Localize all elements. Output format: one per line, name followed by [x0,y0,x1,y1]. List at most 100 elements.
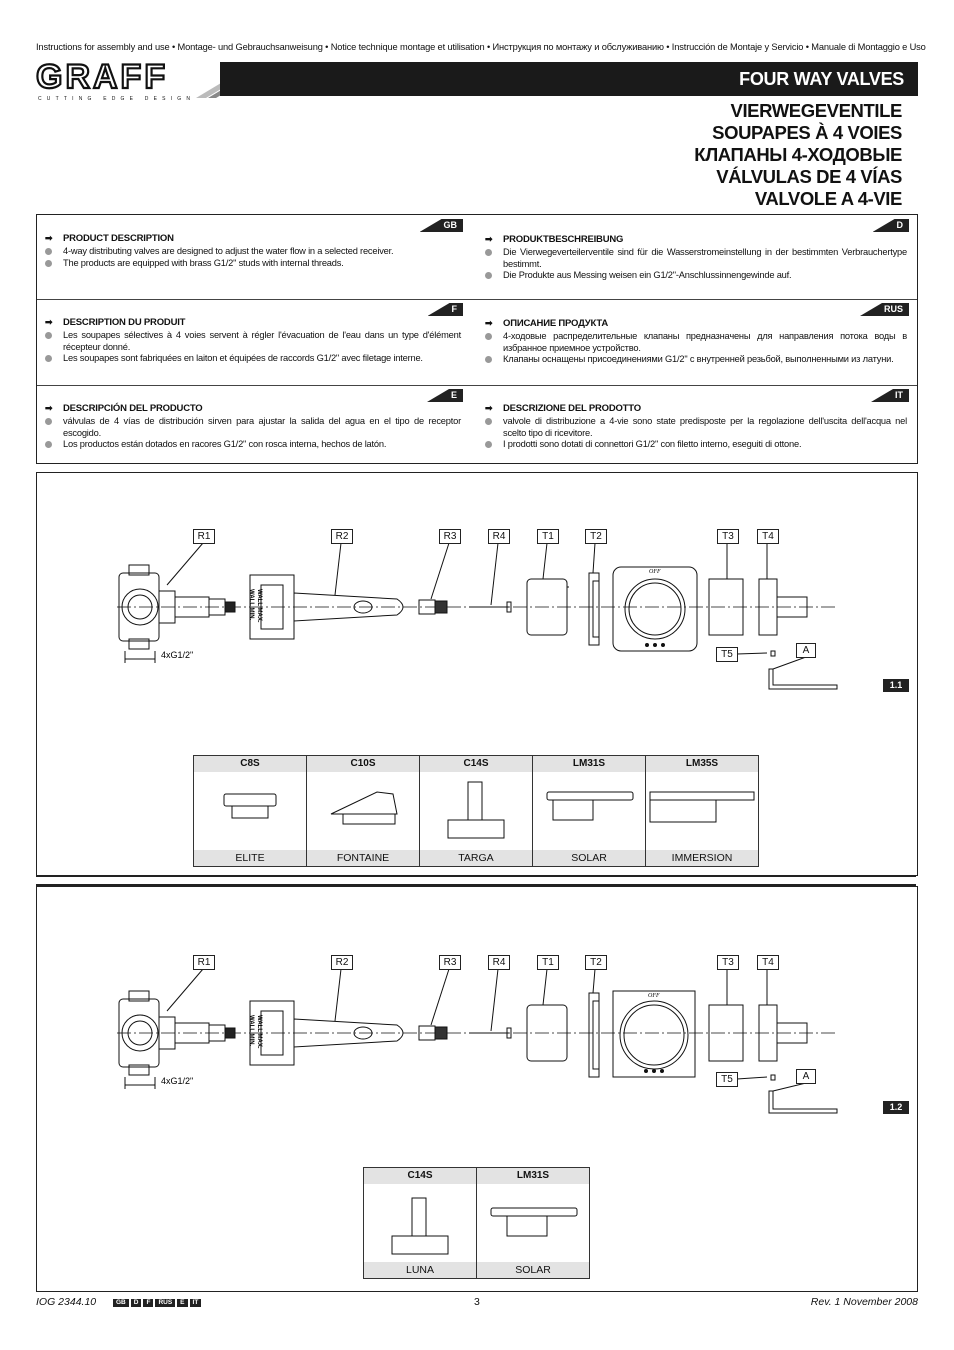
part-label-r3: R3 [439,955,461,970]
handle-luna-icon [391,1197,449,1255]
arrow-icon: ➡ [45,317,53,327]
part-label-t3: T3 [717,955,739,970]
list-item: valvole di distribuzione a 4-vie sono st… [485,416,907,439]
title-it: VALVOLE A 4-VIE [754,188,903,209]
svg-text:OFF: OFF [648,993,660,999]
handle-variants-2: C14S LUNA LM31S SOLAR [363,1167,590,1279]
list-item: Les soupapes sont fabriquées en laiton e… [45,353,461,365]
bullet-icon [45,332,52,339]
part-label-t5: T5 [716,1072,738,1087]
arrow-icon: ➡ [45,403,53,413]
title-banner [220,62,914,96]
lang-tag-rus: RUS [859,303,909,316]
part-label-a: A [796,643,816,658]
part-label-r2: R2 [331,529,353,544]
handle-variants-1: C8S ELITE C10S FONTAINE C14S TARGA LM31S… [193,755,759,867]
handle-fontaine-icon [330,791,398,825]
lang-tag-e: E [426,389,463,402]
list-item: Los productos están dotados en racores G… [45,439,461,451]
figure-badge-1: 1.1 [883,679,909,692]
panel-divider [36,875,916,877]
bullet-icon [45,259,52,267]
desc-row-2: F ➡DESCRIPTION DU PRODUIT Les soupapes s… [37,299,917,386]
diagram-panel-1: WALL MIN. WALL MAX. OFF 4xG1/2" R1 R2 R3… [36,472,918,876]
part-label-t1: T1 [537,529,559,544]
title-ru: КЛАПАНЫ 4-ХОДОВЫЕ [694,144,902,165]
bullet-icon [45,418,52,425]
part-label-t3: T3 [717,529,739,544]
banner-title: FOUR WAY VALVES [739,69,904,89]
graff-logo: GRAFF CUTTING EDGE DESIGN [35,57,216,102]
banner-edge [913,62,918,96]
lang-tag-gb: GB [419,219,463,232]
bullet-icon [45,248,52,255]
part-label-r1: R1 [193,529,215,544]
part-label-t1: T1 [537,955,559,970]
desc-title: ➡PRODUCT DESCRIPTION [45,233,174,244]
handle-elite-icon [223,793,277,819]
title-fr: SOUPAPES À 4 VOIES [712,122,902,143]
variant-c14s: C14S TARGA [419,755,533,867]
variant-c8s: C8S ELITE [193,755,307,867]
desc-row-3: E ➡DESCRIPCIÓN DEL PRODUCTO válvulas de … [37,385,917,463]
list-item: Клапаны оснащены присоединениями G1/2" с… [485,354,907,366]
bullet-icon [45,355,52,362]
svg-text:GRAFF: GRAFF [36,60,168,96]
desc-title: ➡PRODUKTBESCHREIBUNG [485,234,624,245]
part-label-a: A [796,1069,816,1084]
desc-rus: RUS ➡ОПИСАНИЕ ПРОДУКТА 4-ходовые распред… [477,299,913,385]
arrow-icon: ➡ [485,403,493,413]
part-label-r1: R1 [193,955,215,970]
svg-text:WALL MAX.: WALL MAX. [256,589,262,623]
arrow-icon: ➡ [485,318,493,328]
desc-title: ➡ОПИСАНИЕ ПРОДУКТА [485,318,608,329]
lang-tag-d: D [872,219,909,232]
handle-immersion-icon [649,791,755,823]
lang-tag-it: IT [871,389,909,402]
variant-c10s: C10S FONTAINE [306,755,420,867]
svg-text:4xG1/2": 4xG1/2" [161,1076,193,1086]
desc-f: F ➡DESCRIPTION DU PRODUIT Les soupapes s… [37,299,467,385]
title-de: VIERWEGEVENTILE [730,100,903,121]
desc-gb: GB ➡PRODUCT DESCRIPTION 4-way distributi… [37,215,467,299]
part-label-t2: T2 [585,529,607,544]
figure-badge-2: 1.2 [883,1101,909,1114]
svg-text:4xG1/2": 4xG1/2" [161,650,193,660]
part-label-t4: T4 [757,529,779,544]
variant-lm35s: LM35S IMMERSION [645,755,759,867]
lang-tag-f: F [427,303,463,316]
bullet-icon [485,249,492,256]
doc-code: IOG 2344.10 [36,1296,97,1308]
desc-title: ➡DESCRIZIONE DEL PRODOTTO [485,403,641,414]
exploded-view-2: WALL MIN. WALL MAX. OFF 4xG1/2" [117,968,838,1114]
variant-lm31s: LM31S SOLAR [532,755,646,867]
svg-text:WALL MAX.: WALL MAX. [256,1015,262,1049]
list-item: válvulas de 4 vías de distribución sirve… [45,416,461,439]
part-label-r4: R4 [488,529,510,544]
instructions-line: Instructions for assembly and use • Mont… [36,42,926,52]
desc-title: ➡DESCRIPCIÓN DEL PRODUCTO [45,403,203,414]
list-item: Die Produkte aus Messing weisen ein G1/2… [485,270,907,282]
arrow-icon: ➡ [45,233,53,243]
list-item: 4-way distributing valves are designed t… [45,246,461,258]
desc-d: D ➡PRODUKTBESCHREIBUNG Die Vierwegeverte… [477,215,913,299]
part-label-t4: T4 [757,955,779,970]
list-item: 4-ходовые распределительные клапаны пред… [485,331,907,354]
panel-divider [36,884,916,886]
translated-titles: VIERWEGEVENTILE SOUPAPES À 4 VOIES КЛАПА… [694,100,902,210]
desc-e: E ➡DESCRIPCIÓN DEL PRODUCTO válvulas de … [37,385,467,463]
arrow-icon: ➡ [485,234,493,244]
bullet-icon [485,418,492,425]
part-label-r2: R2 [331,955,353,970]
desc-title: ➡DESCRIPTION DU PRODUIT [45,317,186,328]
exploded-view-1: WALL MIN. WALL MAX. OFF 4xG1/2" [117,542,838,690]
bullet-icon [485,441,492,448]
desc-row-1: GB ➡PRODUCT DESCRIPTION 4-way distributi… [37,215,917,300]
list-item: Les soupapes sélectives à 4 voies serven… [45,330,461,353]
part-label-r3: R3 [439,529,461,544]
svg-text:WALL MIN.: WALL MIN. [248,589,254,621]
variant-c14s: C14S LUNA [363,1167,477,1279]
product-descriptions: GB ➡PRODUCT DESCRIPTION 4-way distributi… [36,214,918,464]
bullet-icon [485,272,492,279]
